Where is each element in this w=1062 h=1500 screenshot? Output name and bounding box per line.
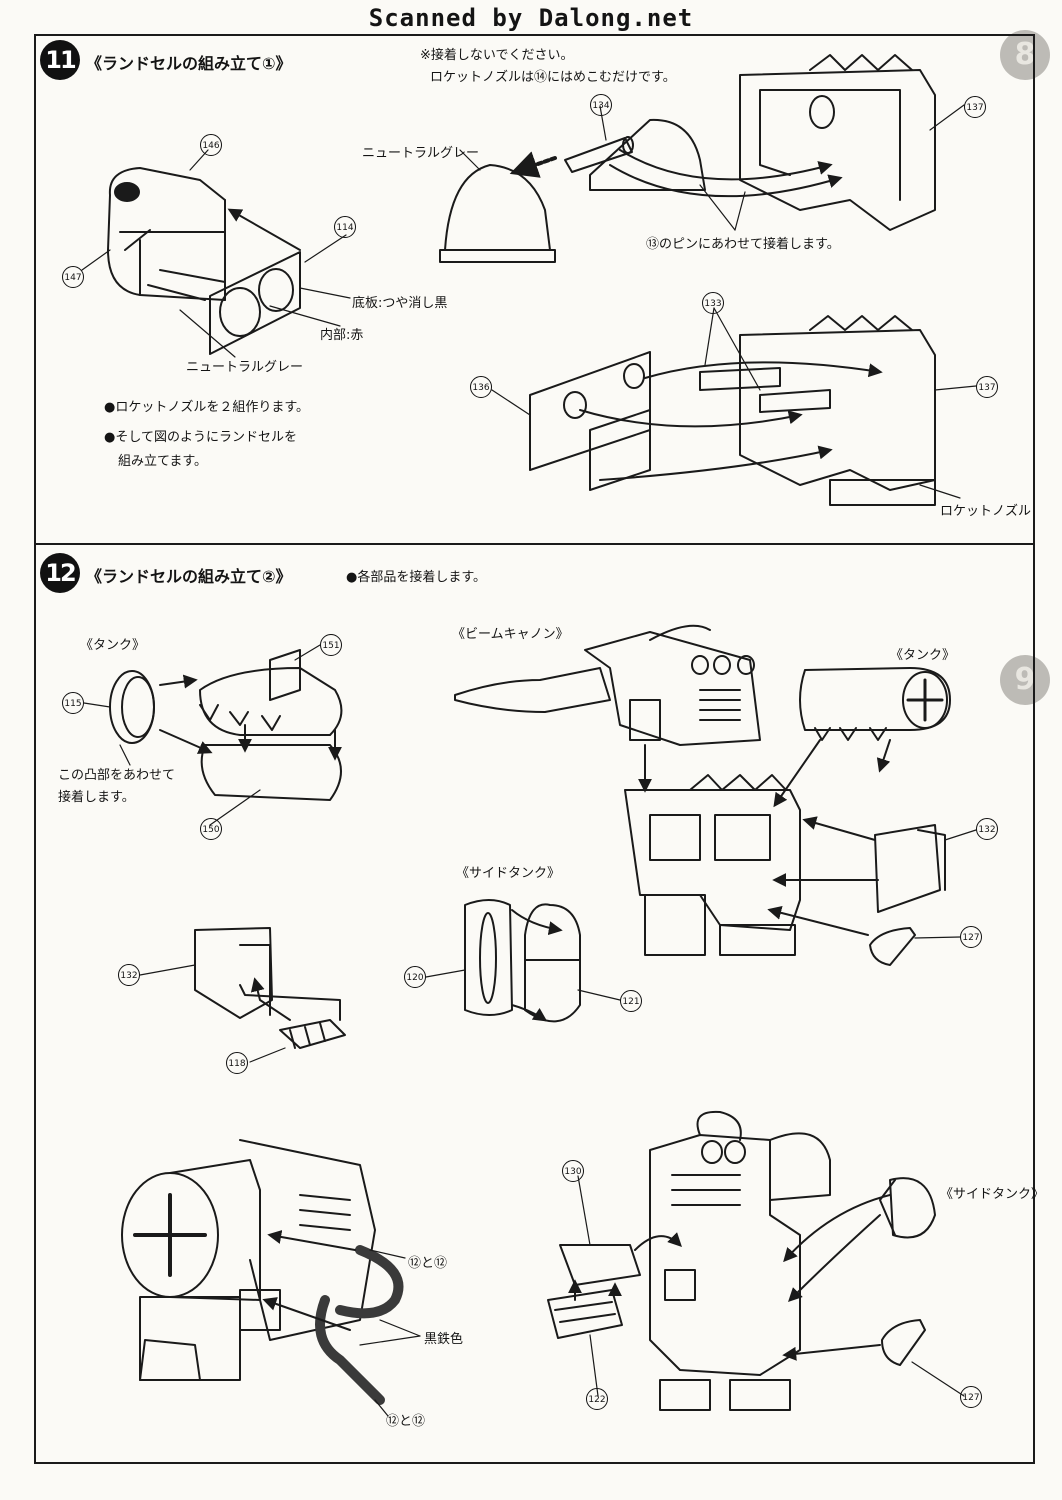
step12-number-badge: 12 xyxy=(40,553,80,593)
step12-label-tank-right: 《タンク》 xyxy=(890,648,956,663)
step11-label-rocket-nozzle: ロケットノズル xyxy=(940,504,1032,519)
scan-credit: Scanned by Dalong.net xyxy=(368,4,694,32)
part-133-cylinders xyxy=(699,307,831,413)
step12-label-tank-left: 《タンク》 xyxy=(80,638,146,653)
side-tank-installed xyxy=(879,1177,936,1239)
part-number-136: 136 xyxy=(470,376,492,398)
hose-128-129 xyxy=(315,1245,404,1405)
backpack-body-step12 xyxy=(624,774,801,956)
part-number-150: 150 xyxy=(200,818,222,840)
step12-label-black-iron: 黒鉄色 xyxy=(424,1332,464,1347)
step11-label-base-plate: 底板:つや消し黒 xyxy=(352,296,448,311)
step12-label-hose-bottom: ⑫と⑫ xyxy=(386,1414,426,1429)
step11-bullet-2-line2: 組み立てます。 xyxy=(118,454,208,469)
step12-note: ●各部品を接着します。 xyxy=(346,570,487,585)
step11-label-neutral-gray-top: ニュートラルグレー xyxy=(362,146,480,161)
side-tank-120-121 xyxy=(464,899,581,1023)
step12-label-align-line1: この凸部をあわせて xyxy=(58,768,176,783)
part-136-plate xyxy=(491,351,651,491)
backpack-rear-assembly xyxy=(121,1139,376,1381)
part-114-plate xyxy=(209,251,301,355)
step11-number-badge: 11 xyxy=(40,40,80,80)
part-number-127b: 127 xyxy=(960,1386,982,1408)
part-134-nozzle-base xyxy=(564,105,706,191)
part-127-lower xyxy=(881,1319,965,1397)
section-divider xyxy=(34,543,1035,545)
step12-title: 《ランドセルの組み立て②》 xyxy=(86,567,292,586)
step12-label-side-tank: 《サイドタンク》 xyxy=(456,866,561,881)
part-127-right xyxy=(869,927,961,966)
scan-credit-header: Scanned by Dalong.net xyxy=(0,0,1062,34)
step11-title: 《ランドセルの組み立て①》 xyxy=(86,54,292,73)
instruction-frame xyxy=(34,34,1035,1464)
part-number-114: 114 xyxy=(334,216,356,238)
part-number-121: 121 xyxy=(620,990,642,1012)
part-130-122-pieces xyxy=(547,1175,641,1397)
part-137-box xyxy=(739,54,965,231)
part-118-comb xyxy=(249,1019,346,1063)
rocket-nozzle-gray xyxy=(439,164,556,263)
step11-label-neutral-gray-bottom: ニュートラルグレー xyxy=(186,360,304,375)
step12-label-align-line2: 接着します。 xyxy=(58,790,135,805)
bleed-step-number-top: 8 xyxy=(1000,30,1050,80)
bleed-step-number-mid: 9 xyxy=(1000,655,1050,705)
part-number-134: 134 xyxy=(590,94,612,116)
beam-cannon xyxy=(454,624,761,746)
part-132-right xyxy=(874,824,977,913)
part-number-137a: 137 xyxy=(964,96,986,118)
part-number-137b: 137 xyxy=(976,376,998,398)
step11-label-pin-instruction: ⑬のピンにあわせて接着します。 xyxy=(646,237,840,252)
backpack-full-assembly xyxy=(649,1110,831,1411)
part-137-box-lower xyxy=(739,315,977,506)
step11-note-line1: ※接着しないでください。 xyxy=(420,48,574,63)
part-number-118: 118 xyxy=(226,1052,248,1074)
part-146-147-shell xyxy=(107,167,226,301)
part-132-left xyxy=(139,927,273,1019)
step12-label-beam-cannon: 《ビームキャノン》 xyxy=(452,627,569,642)
step11-label-inner: 内部:赤 xyxy=(320,328,364,343)
part-number-146: 146 xyxy=(200,134,222,156)
step11-bullet-1: ●ロケットノズルを２組作ります。 xyxy=(104,400,310,415)
right-tank xyxy=(799,667,951,741)
part-115-ring xyxy=(109,670,155,744)
step12-label-hose-top: ⑫と⑫ xyxy=(408,1256,448,1271)
step12-label-side-tank-bottom: 《サイドタンク》 xyxy=(940,1187,1045,1202)
part-number-132a: 132 xyxy=(976,818,998,840)
step11-bullet-2-line1: ●そして図のようにランドセルを xyxy=(104,430,297,445)
part-number-147: 147 xyxy=(62,266,84,288)
part-150-151-tank-halves xyxy=(199,649,343,801)
step11-note-line2: ロケットノズルは⑭にはめこむだけです。 xyxy=(430,70,676,85)
